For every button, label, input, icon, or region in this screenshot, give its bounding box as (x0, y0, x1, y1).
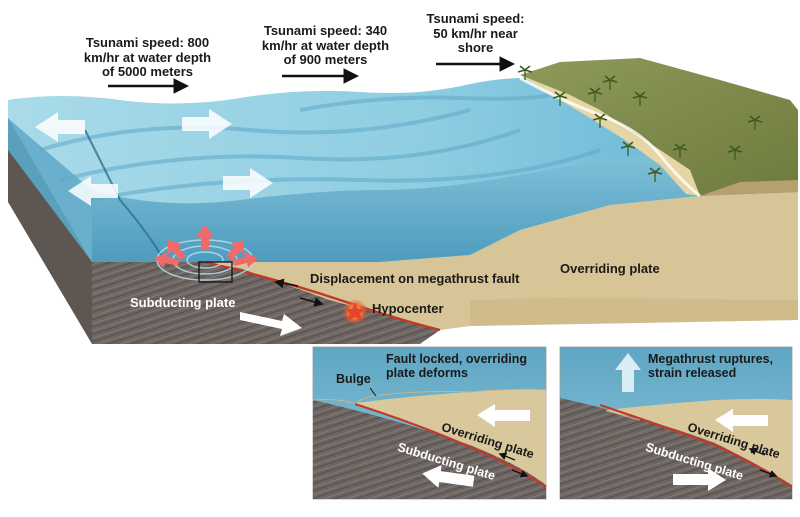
speed-label-1: Tsunami speed: 800 km/hr at water depth … (80, 35, 215, 80)
palm-trees (517, 65, 763, 182)
wave-direction-arrows (35, 109, 273, 206)
inset-left-panel (312, 346, 547, 500)
inset-right-panel (559, 346, 793, 500)
speed-label-2: Tsunami speed: 340 km/hr at water depth … (258, 23, 393, 68)
inset-left-title: Fault locked, overriding plate deforms (386, 352, 527, 380)
overriding-plate-shade (470, 298, 798, 326)
inset-right-title-line1: Megathrust ruptures, (648, 352, 774, 366)
hypocenter-burst (342, 299, 368, 325)
speed-1-line1: Tsunami speed: 800 (85, 35, 210, 50)
uplift-arrow-left (168, 240, 186, 260)
uplift-arrow-center (196, 225, 214, 250)
subducting-direction-arrow (240, 312, 302, 336)
displacement-label: Displacement on megathrust fault (310, 271, 520, 286)
speed-1-line3: of 5000 meters (101, 64, 194, 80)
uplift-arrow-right (226, 240, 244, 260)
wave-arrow-left-2 (68, 176, 118, 206)
speed-arrows (108, 56, 516, 94)
inset-left-title-line1: Fault locked, overriding (386, 352, 527, 366)
speed-2-line2: km/hr at water depth (261, 37, 390, 53)
overriding-plate-front (200, 192, 798, 330)
overriding-plate-label: Overriding plate (560, 261, 660, 276)
displacement-arrow (274, 278, 299, 289)
speed-2-line1: Tsunami speed: 340 (263, 23, 388, 38)
wave-arrow-left-1 (35, 112, 85, 142)
wave-crests (39, 90, 601, 202)
speed-2-line3: of 900 meters (283, 52, 368, 68)
sea-side-face (8, 118, 92, 262)
sea-surface (8, 77, 700, 204)
coast-cliff (700, 180, 798, 196)
hypocenter-label: Hypocenter (372, 301, 444, 316)
displacement-arrow-2 (299, 297, 324, 307)
subducting-plate-label: Subducting plate (130, 295, 236, 310)
inset-left-title-line2: plate deforms (386, 366, 468, 380)
megathrust-fault-line (204, 260, 441, 332)
uplift-arrows (154, 225, 258, 268)
uplift-arrow-far-right (232, 252, 258, 268)
inset-right-title: Megathrust ruptures, strain released (648, 352, 773, 380)
speed-3-line3: shore (457, 40, 494, 56)
speed-1-line2: km/hr at water depth (83, 49, 212, 65)
fault-trace (84, 129, 166, 263)
bulge-label: Bulge (336, 372, 371, 386)
inset-locator-box (198, 261, 233, 283)
wave-arrow-right-2 (223, 168, 273, 198)
speed-3-line1: Tsunami speed: (426, 11, 525, 26)
speed-label-3: Tsunami speed: 50 km/hr near shore (418, 11, 533, 56)
inset-right-title-line2: strain released (648, 366, 737, 380)
wave-arrow-right-1 (182, 109, 232, 139)
uplift-arrow-far-left (154, 252, 180, 268)
speed-3-line2: 50 km/hr near (433, 25, 518, 41)
coast-land (520, 58, 798, 196)
coast-beach (520, 75, 700, 196)
